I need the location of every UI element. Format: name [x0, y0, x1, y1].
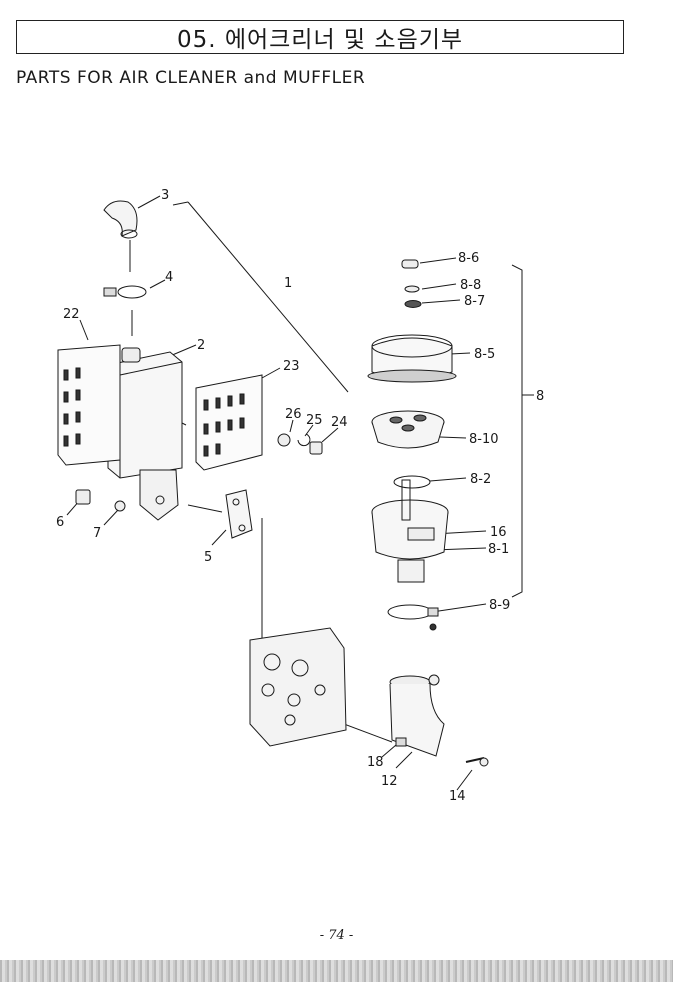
callout-16: 16 — [490, 525, 507, 540]
callout-25: 25 — [306, 413, 323, 428]
callout-8-10: 8-10 — [469, 432, 499, 447]
callout-23: 23 — [283, 359, 300, 374]
scan-edge-artifact — [0, 960, 673, 982]
callout-5: 5 — [204, 550, 212, 565]
callout-14: 14 — [449, 789, 466, 804]
callout-18: 18 — [367, 755, 384, 770]
callout-8-8: 8-8 — [460, 278, 481, 293]
callout-2: 2 — [197, 338, 205, 353]
callout-8-9: 8-9 — [489, 598, 510, 613]
section-title: 05. 에어크리너 및 소음기부 — [176, 27, 464, 53]
callout-1: 1 — [284, 276, 292, 291]
section-title-box: 05. 에어크리너 및 소음기부 — [16, 20, 624, 54]
callout-8: 8 — [536, 389, 544, 404]
callout-7: 7 — [93, 526, 101, 541]
callout-3: 3 — [161, 188, 169, 203]
callout-12: 12 — [381, 774, 398, 789]
callout-8-2: 8-2 — [470, 472, 491, 487]
page-number: - 74 - — [319, 928, 354, 943]
callout-24: 24 — [331, 415, 348, 430]
callout-8-7: 8-7 — [464, 294, 485, 309]
callout-22: 22 — [63, 307, 80, 322]
callout-8-5: 8-5 — [474, 347, 495, 362]
callout-4: 4 — [165, 270, 173, 285]
section-subtitle: PARTS FOR AIR CLEANER and MUFFLER — [16, 68, 366, 88]
callout-6: 6 — [56, 515, 64, 530]
callout-26: 26 — [285, 407, 302, 422]
callout-8-1: 8-1 — [488, 542, 509, 557]
callout-8-6: 8-6 — [458, 251, 479, 266]
